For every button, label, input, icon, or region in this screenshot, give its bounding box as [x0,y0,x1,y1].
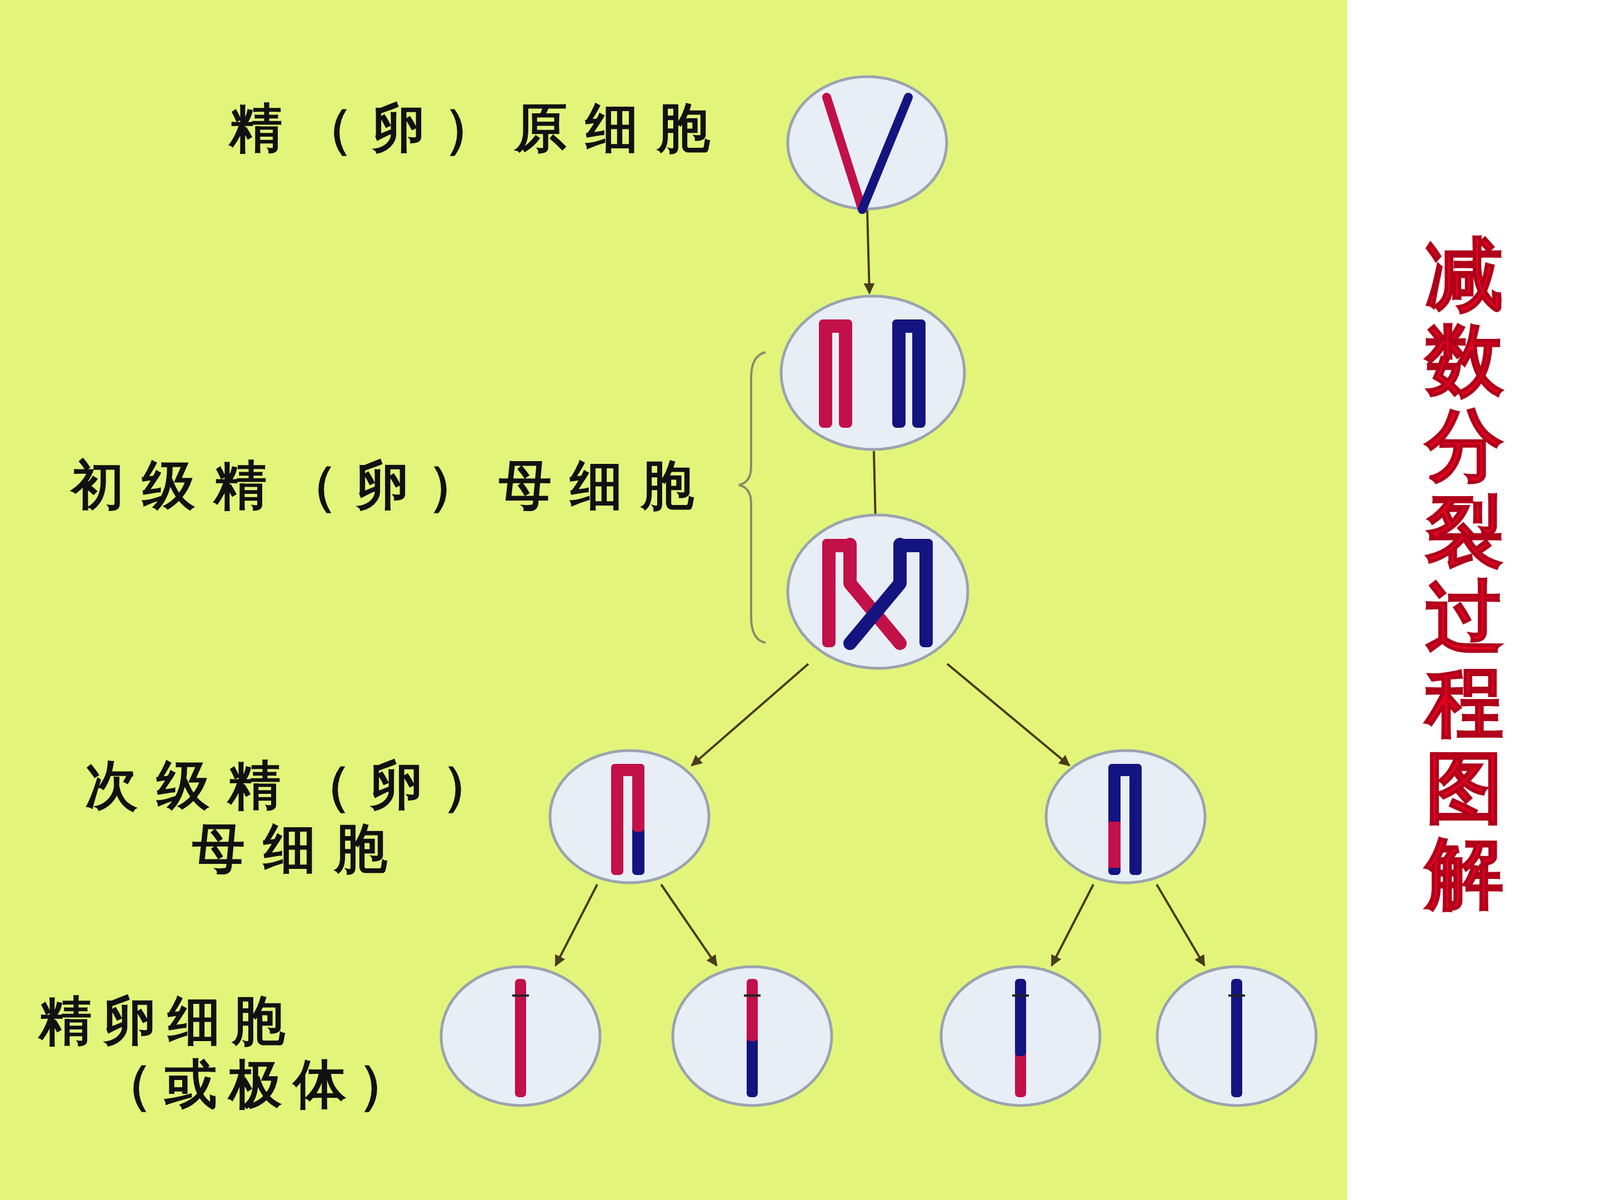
stage-label: 初级精（卵）母细胞 [71,453,713,517]
brace [738,352,766,643]
centromere [1108,763,1142,777]
stage-label: 精卵细胞 （或极体） [100,988,434,1116]
arrow [1051,884,1094,966]
chromatid-segment [746,978,758,1042]
cell [441,966,600,1106]
chromatid [1129,763,1142,875]
stage-label: 精（卵）原细胞 [229,96,729,160]
cell [781,296,965,450]
centromere [611,763,645,777]
chromatid [1108,763,1121,875]
arrow [947,663,1070,766]
chromosome-blue [892,319,926,428]
arrow [661,884,717,966]
centromere [818,319,853,333]
cells [441,76,1317,1106]
cell [941,966,1100,1106]
chromatid [818,319,833,428]
centromere [892,319,926,333]
chromatid [838,319,853,428]
stage-label: 次级精（卵） 母细胞 [76,753,522,880]
cell [787,76,947,209]
chromatid [919,538,933,648]
chromatid [912,319,926,428]
chromatid [850,544,900,644]
centromere [1228,994,1245,997]
chromatid [892,319,906,428]
vertical-title: 减数分裂过程图解 [1425,231,1504,917]
background-panel [0,0,1348,1200]
centromere [743,994,761,997]
chromatid [850,544,900,644]
cell [1157,966,1317,1106]
chromosome-red [818,319,853,428]
chromatid [822,538,836,648]
centromere [1012,994,1029,997]
chromatid-segment [1108,821,1121,868]
chromosome [826,97,863,210]
arrow [867,210,870,294]
chromatid-segment [1015,978,1027,1057]
cell [550,750,709,883]
centromere [512,994,529,997]
cell [672,966,832,1106]
chromosome [862,97,909,210]
cell [1046,750,1205,883]
arrow [691,663,809,766]
centromere-marks [512,994,1245,997]
arrow [1156,884,1205,966]
cell [787,515,968,669]
arrow [555,884,598,966]
chromatid [611,763,624,875]
chromatid [632,763,645,875]
